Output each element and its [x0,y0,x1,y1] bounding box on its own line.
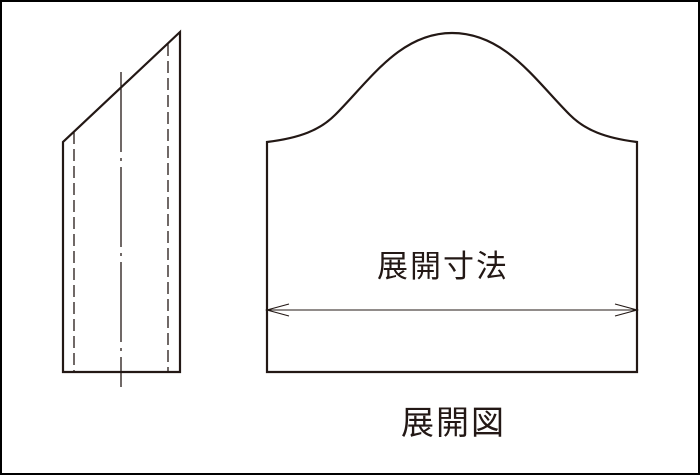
arrow-left-icon [264,303,290,317]
arrow-right-icon [614,303,640,317]
side-view-outline [61,29,182,374]
diagram-caption: 展開図 [401,403,506,442]
dimension-line [264,303,640,317]
dimension-label: 展開寸法 [377,249,509,285]
development-outline [265,31,639,374]
development-view [264,31,640,374]
side-view [61,29,182,387]
